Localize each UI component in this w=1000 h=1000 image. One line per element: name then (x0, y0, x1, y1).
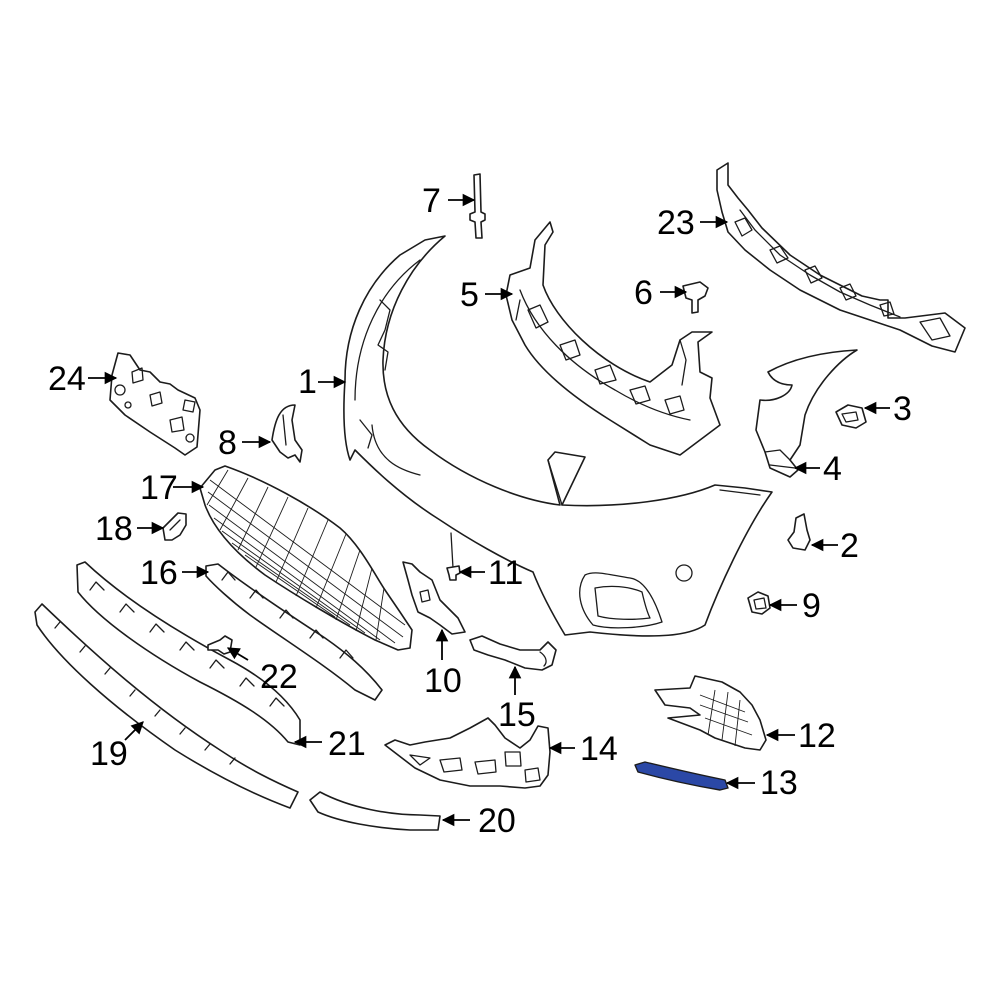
part-side-grille (654, 675, 767, 751)
part-lower-lip (309, 791, 441, 831)
callout-21: 21 (328, 725, 366, 763)
part-upper-stud (469, 173, 486, 239)
callout-8: 8 (218, 424, 237, 462)
leader-22 (226, 647, 249, 661)
part-side-bracket (755, 349, 858, 478)
callout-2: 2 (840, 527, 859, 565)
callout-11: 11 (488, 554, 523, 592)
callout-1: 1 (298, 363, 317, 401)
part-license-bracket (109, 352, 201, 456)
callout-9: 9 (802, 587, 821, 625)
part-bolt-6 (682, 281, 709, 314)
callout-14: 14 (580, 730, 618, 768)
callout-5: 5 (460, 276, 479, 314)
part-bumper-cover (343, 235, 773, 637)
callout-17: 17 (140, 469, 178, 507)
callout-23: 23 (657, 204, 695, 242)
callout-4: 4 (823, 450, 842, 488)
part-lower-trim (34, 603, 299, 809)
part-grille (199, 465, 413, 651)
leader-lines (88, 193, 890, 827)
leader-19 (124, 721, 144, 741)
part-wire-bracket (469, 635, 557, 671)
part-small-clip (162, 512, 187, 541)
callout-labels: 1 2 3 4 5 6 7 8 9 10 11 12 13 14 15 16 1… (48, 182, 912, 840)
part-highlighted-trim (634, 761, 729, 791)
callout-20: 20 (478, 802, 516, 840)
part-nut-3 (835, 404, 867, 429)
callout-24: 24 (48, 360, 86, 398)
callout-10: 10 (424, 662, 462, 700)
callout-18: 18 (95, 510, 133, 548)
part-support-strip (205, 563, 383, 701)
callout-12: 12 (798, 717, 836, 755)
part-bolt-2 (787, 513, 811, 551)
callout-22: 22 (260, 658, 298, 696)
callout-7: 7 (422, 182, 441, 220)
callout-3: 3 (893, 390, 912, 428)
part-nut-9 (747, 591, 771, 615)
part-impact-absorber (716, 162, 966, 353)
callout-19: 19 (90, 735, 128, 773)
callout-16: 16 (140, 554, 178, 592)
part-fog-bezel (384, 717, 551, 789)
part-upper-bracket (505, 221, 721, 456)
part-clip-bracket (271, 404, 303, 463)
callout-13: 13 (760, 764, 798, 802)
part-vertical-bracket (402, 561, 466, 635)
part-lower-grille (76, 561, 301, 746)
callout-15: 15 (498, 696, 536, 734)
part-stud-bolt (446, 532, 461, 581)
callout-6: 6 (634, 274, 653, 312)
